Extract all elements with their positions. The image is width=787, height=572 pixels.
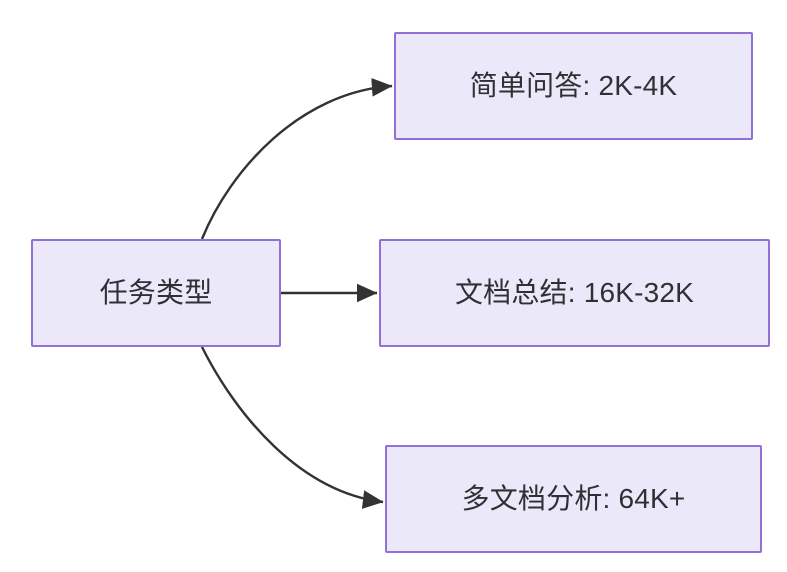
- node-simple-qa[interactable]: 简单问答: 2K-4K: [394, 32, 753, 140]
- node-multi-document-analysis-label: 多文档分析: 64K+: [461, 483, 686, 515]
- edge-root-to-multi-doc: [200, 346, 384, 509]
- node-task-type-label: 任务类型: [99, 277, 213, 309]
- edge-root-to-simple-qa: [200, 77, 393, 240]
- node-document-summary-label: 文档总结: 16K-32K: [454, 277, 695, 309]
- node-multi-document-analysis[interactable]: 多文档分析: 64K+: [385, 445, 762, 553]
- node-document-summary[interactable]: 文档总结: 16K-32K: [379, 239, 770, 347]
- node-task-type[interactable]: 任务类型: [31, 239, 281, 347]
- node-simple-qa-label: 简单问答: 2K-4K: [469, 70, 678, 102]
